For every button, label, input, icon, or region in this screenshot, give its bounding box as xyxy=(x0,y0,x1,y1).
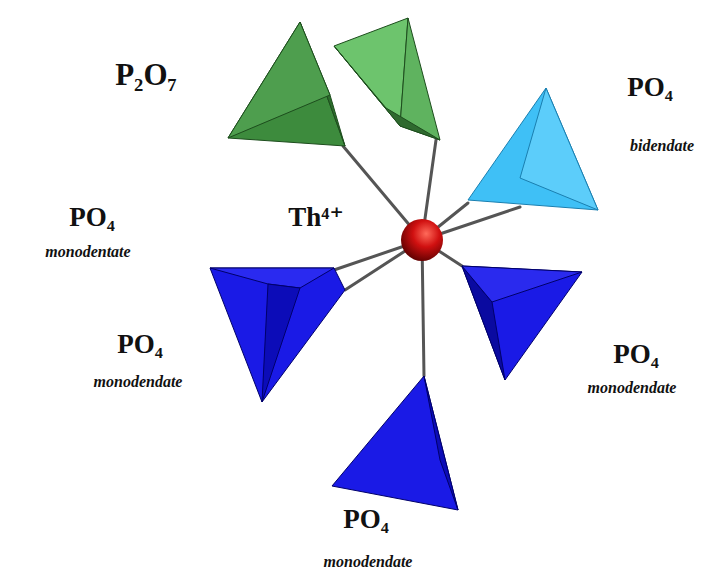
formula-label: P₂O₇ xyxy=(115,58,177,92)
mode-label: monodendate xyxy=(324,553,413,571)
formula-label: PO₄ xyxy=(343,505,389,535)
formula-label: PO₄ xyxy=(613,340,659,370)
bidentate-tetrahedron xyxy=(468,88,598,210)
ion-label: Th⁴⁺ xyxy=(288,203,343,233)
mode-label: bidendate xyxy=(630,137,694,155)
mode-label: monodendate xyxy=(588,379,677,397)
mode-label: monodentate xyxy=(45,243,130,261)
thorium-atom xyxy=(401,219,443,261)
mode-label: monodendate xyxy=(94,373,183,391)
formula-label: PO₄ xyxy=(117,330,163,360)
formula-label: PO₄ xyxy=(627,73,673,103)
formula-label: PO₄ xyxy=(69,203,115,233)
monodentate-tetrahedra xyxy=(210,266,582,510)
p2o7-tetrahedra xyxy=(228,18,440,146)
